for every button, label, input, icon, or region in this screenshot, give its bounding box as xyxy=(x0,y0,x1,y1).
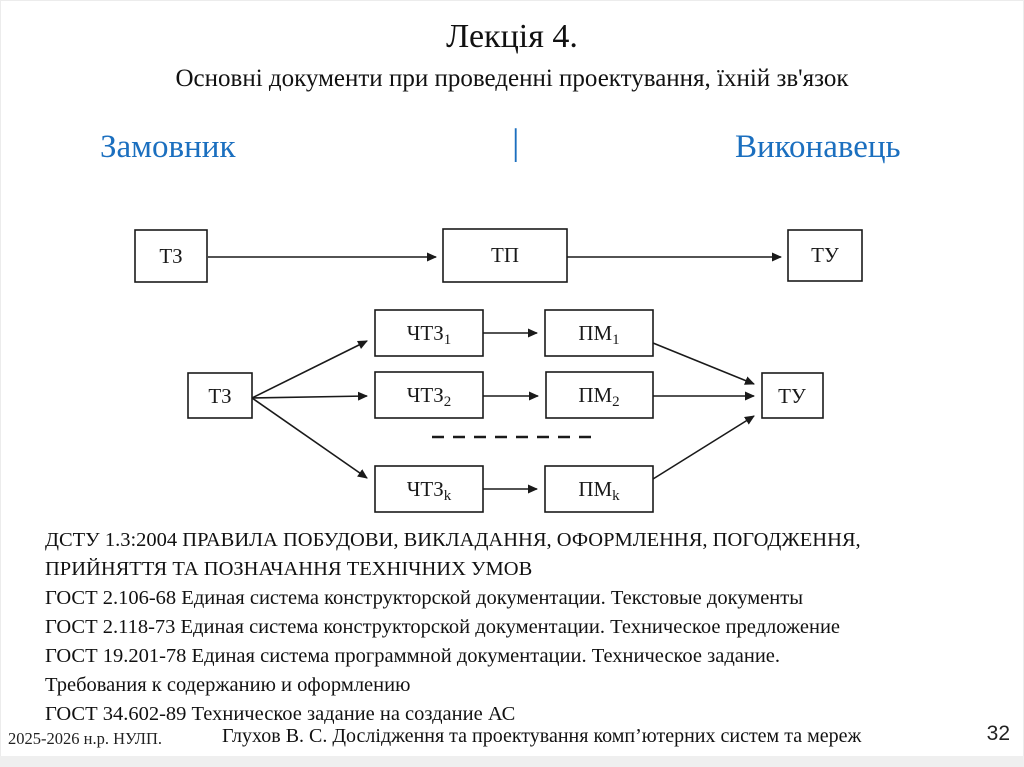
tz-label-top: ТЗ xyxy=(159,244,182,268)
chtzk-label: ЧТЗk xyxy=(407,477,452,504)
tu-box-detail xyxy=(761,372,824,419)
slide-title: Лекція 4. xyxy=(446,18,578,55)
chtz2-label: ЧТЗ2 xyxy=(407,383,452,410)
document-flow-diagram: ТЗ ТП ТУ ТЗ ЧТЗ1 ПМ1 ЧТЗ2 ПМ2 ЧТЗk xyxy=(0,210,1024,525)
tu-box-top xyxy=(787,229,863,282)
tp-box xyxy=(442,228,568,283)
footer-academic-year: 2025-2026 н.р. НУЛП. xyxy=(8,729,163,748)
tz-box-top xyxy=(134,229,208,283)
footer-course-title: Глухов В. С. Дослідження та проектування… xyxy=(222,725,862,747)
standards-line: ГОСТ 19.201-78 Единая система программно… xyxy=(45,645,781,667)
tz-label-detail: ТЗ xyxy=(208,384,231,408)
tu-label-top: ТУ xyxy=(811,243,839,267)
pm2-label: ПМ2 xyxy=(578,383,619,410)
standards-line: ГОСТ 2.106-68 Единая система конструктор… xyxy=(45,587,803,609)
standards-line: ПРИЙНЯТТЯ ТА ПОЗНАЧАННЯ ТЕХНІЧНИХ УМОВ xyxy=(45,558,533,580)
slide-subtitle: Основні документи при проведенні проекту… xyxy=(175,65,849,92)
arrow-tz-to-chtz1 xyxy=(251,340,368,399)
party-separator: | xyxy=(512,122,520,163)
pm2-box xyxy=(545,371,654,419)
pmk-label: ПМk xyxy=(578,477,620,504)
pmk-box xyxy=(544,465,654,513)
chtz2-box xyxy=(374,371,484,419)
chtz1-box xyxy=(374,309,484,357)
tu-label-detail: ТУ xyxy=(778,384,806,408)
chtzk-box xyxy=(374,465,484,513)
tp-label: ТП xyxy=(491,243,519,267)
tz-box-detail xyxy=(187,372,253,419)
standards-list: ДСТУ 1.3:2004 ПРАВИЛА ПОБУДОВИ, ВИКЛАДАН… xyxy=(45,526,995,729)
pm1-label: ПМ1 xyxy=(578,321,619,348)
arrow-pm1-to-tu xyxy=(652,342,755,385)
bottom-strip xyxy=(0,756,1024,767)
arrow-tz-to-chtz2 xyxy=(251,391,368,401)
party-customer-label: Замовник xyxy=(100,129,236,165)
standards-line: Требования к содержанию и оформлению xyxy=(45,674,411,696)
chtz1-label: ЧТЗ1 xyxy=(407,321,452,348)
standards-line: ГОСТ 34.602-89 Техническое задание на со… xyxy=(45,703,516,725)
pm1-box xyxy=(544,309,654,357)
arrow-pmk-to-tu xyxy=(652,415,755,480)
arrow-tz-to-chtzk xyxy=(251,397,368,479)
party-executor-label: Виконавець xyxy=(735,129,901,165)
standards-line: ГОСТ 2.118-73 Единая система конструктор… xyxy=(45,616,841,638)
standards-line: ДСТУ 1.3:2004 ПРАВИЛА ПОБУДОВИ, ВИКЛАДАН… xyxy=(45,529,861,551)
page-number: 32 xyxy=(986,722,1010,745)
